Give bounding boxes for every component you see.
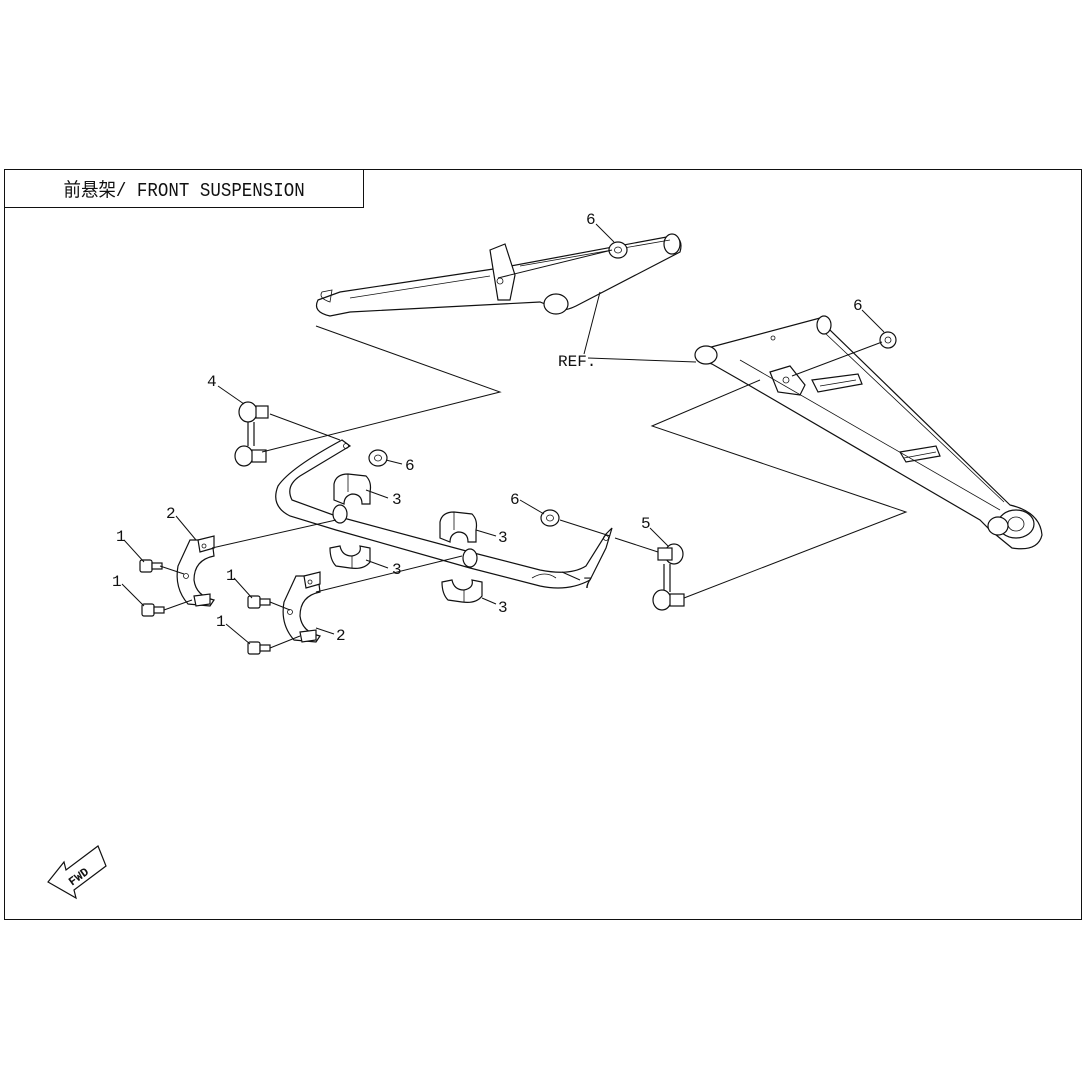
callout-1: 1 [116, 528, 126, 546]
bolt-1b [141, 603, 165, 617]
nut-6-lower [540, 509, 560, 527]
bracket-right [282, 571, 321, 643]
bolt-1c [247, 595, 271, 609]
upper-a-arm-left [315, 233, 682, 317]
bolt-1d [247, 641, 271, 655]
callout-4: 4 [207, 373, 217, 391]
bolt-1a [139, 559, 163, 573]
callout-2: 2 [336, 627, 346, 645]
callout-3: 3 [498, 529, 508, 547]
callout-3: 3 [498, 599, 508, 617]
callout-7: 7 [583, 575, 593, 593]
callout-3: 3 [392, 561, 402, 579]
diagram-title: 前悬架/ FRONT SUSPENSION [63, 180, 305, 202]
callout-ref: REF. [558, 353, 596, 371]
callout-6: 6 [586, 211, 596, 229]
callout-1: 1 [216, 613, 226, 631]
nut-6-top [608, 241, 628, 259]
bushing-lower-left [329, 545, 371, 569]
bushing-upper-left [333, 473, 372, 505]
callout-3: 3 [392, 491, 402, 509]
nut-6-right [879, 331, 897, 349]
callout-6: 6 [405, 457, 415, 475]
forward-arrow-icon: FWD [47, 845, 107, 900]
lower-a-arm-right [694, 315, 1043, 550]
callout-labels: 1 1 1 1 2 2 3 3 3 3 4 5 6 6 6 6 7 REF. [112, 211, 863, 645]
stabilizer-bar [275, 439, 613, 589]
callout-1: 1 [112, 573, 122, 591]
callout-2: 2 [166, 505, 176, 523]
callout-6: 6 [510, 491, 520, 509]
callout-6: 6 [853, 297, 863, 315]
diagram-frame [4, 169, 1082, 920]
stabilizer-link-5 [652, 543, 685, 611]
bracket-left [176, 535, 215, 607]
bushing-upper-right [439, 511, 478, 543]
assembly-leader-lines [159, 249, 908, 649]
nut-6-mid [368, 449, 388, 467]
callout-5: 5 [641, 515, 651, 533]
callout-1: 1 [226, 567, 236, 585]
bushing-lower-right [441, 579, 483, 603]
title-box: 前悬架/ FRONT SUSPENSION [4, 169, 364, 208]
stabilizer-link-4 [234, 401, 269, 467]
callout-leaders [121, 223, 885, 645]
